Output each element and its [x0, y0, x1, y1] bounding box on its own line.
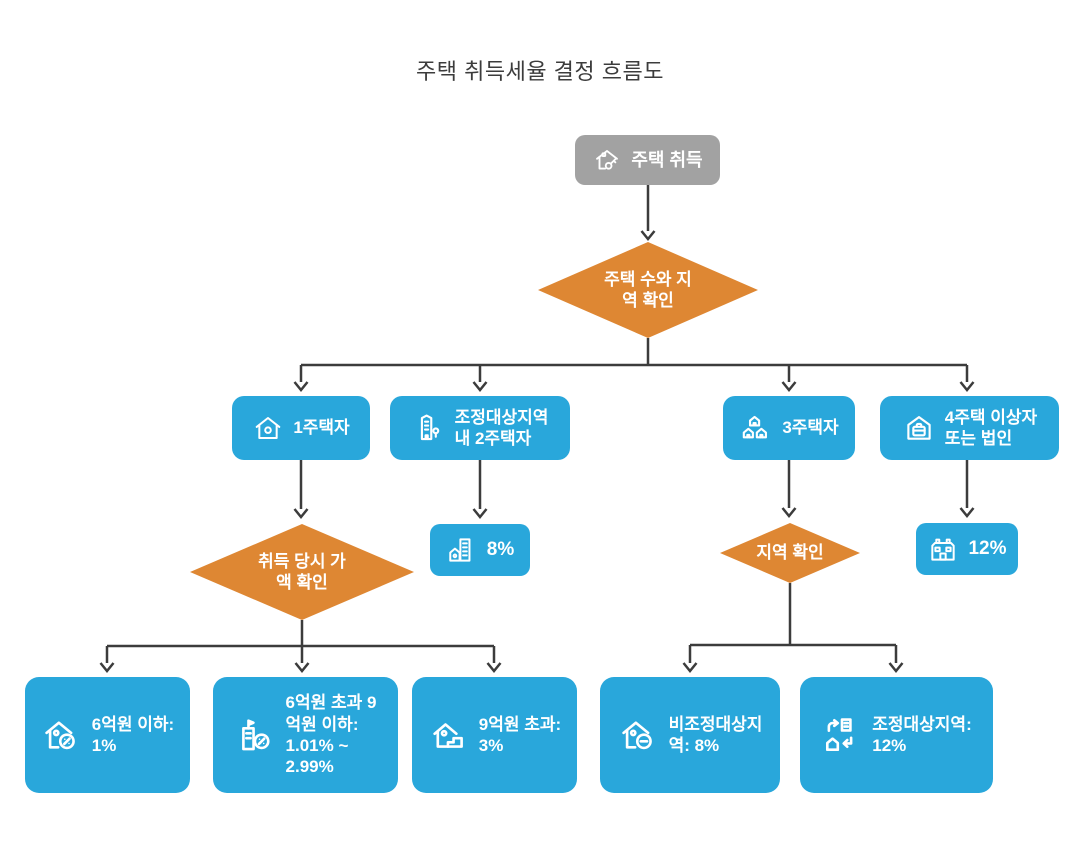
house-steps-icon: [428, 714, 470, 756]
node-label: 6억원 이하: 1%: [91, 714, 175, 755]
house-minus-icon: [618, 714, 660, 756]
node-label: 조정대상지역 내 2주택자: [454, 407, 549, 448]
page-title: 주택 취득세율 결정 흐름도: [416, 59, 664, 84]
node-rate-8: 8%: [430, 524, 530, 576]
node-two-house-adjusted: 조정대상지역 내 2주택자: [390, 396, 570, 460]
node-label: 1주택자: [293, 418, 350, 438]
house-key-icon: [592, 145, 622, 175]
node-label: 취득 당시 가 액 확인: [258, 551, 346, 592]
houses-icon: [739, 411, 773, 445]
building-windows-icon: [927, 533, 959, 565]
node-one-house: 1주택자: [232, 396, 370, 460]
node-label: 주택 취득: [631, 149, 703, 170]
house-briefcase-icon: [902, 411, 936, 445]
node-label: 지역 확인: [756, 543, 824, 563]
node-label: 조정대상지역: 12%: [872, 714, 972, 755]
node-between-600m-900m: 6억원 초과 9 억원 이하: 1.01% ~ 2.99%: [213, 677, 398, 793]
node-under-600m: 6억원 이하: 1%: [25, 677, 190, 793]
node-start: 주택 취득: [575, 135, 720, 185]
house-percent-icon: [41, 714, 83, 756]
node-label: 9억원 초과: 3%: [478, 714, 562, 755]
node-over-900m: 9억원 초과: 3%: [412, 677, 577, 793]
house-icon: [252, 412, 284, 444]
node-label: 4주택 이상자 또는 법인: [944, 407, 1038, 448]
node-rate-12: 12%: [916, 523, 1018, 575]
node-adjusted-region: 조정대상지역: 12%: [800, 677, 993, 793]
node-three-house: 3주택자: [723, 396, 855, 460]
node-label: 3주택자: [782, 418, 839, 438]
house-exchange-icon: [821, 714, 863, 756]
buildings-icon: [446, 534, 478, 566]
node-label: 6억원 초과 9 억원 이하: 1.01% ~ 2.99%: [285, 693, 377, 777]
node-non-adjusted-region: 비조정대상지 역: 8%: [600, 677, 780, 793]
building-pin-icon: [412, 411, 446, 445]
node-label: 12%: [968, 538, 1007, 560]
node-label: 8%: [486, 539, 515, 561]
node-label: 비조정대상지 역: 8%: [668, 714, 763, 755]
node-label: 주택 수와 지 역 확인: [604, 269, 692, 310]
node-four-house-or-corp: 4주택 이상자 또는 법인: [880, 396, 1059, 460]
building-percent-icon: [235, 714, 277, 756]
